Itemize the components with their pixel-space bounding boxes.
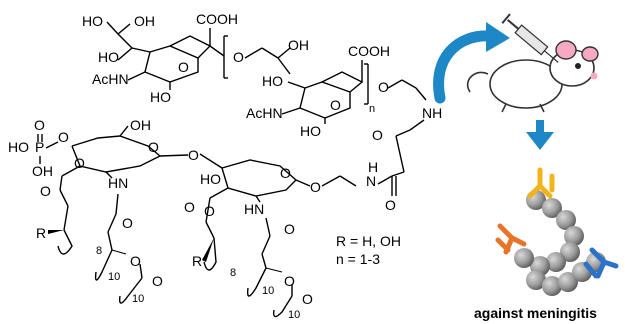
mouse-icon <box>466 40 599 113</box>
label-o-amide2: O <box>385 197 396 213</box>
lipid-a-disaccharide: O HO P O OH OH O O O HO O <box>8 117 405 213</box>
label-o-amide1: O <box>372 127 383 143</box>
label-oh-left: OH <box>130 117 151 133</box>
label-o-link: O <box>233 49 244 65</box>
label-o-ester2b: O <box>184 199 195 215</box>
label-cooh-2: COOH <box>348 43 390 59</box>
label-sub-10c: 10 <box>262 285 274 297</box>
label-cooh-1: COOH <box>196 11 238 27</box>
label-o-ring1: O <box>178 59 189 75</box>
label-sub-10d: 10 <box>288 309 300 321</box>
label-hn-2: HN <box>244 201 264 217</box>
bacteria-chain-icon <box>514 190 606 296</box>
label-o-ester2: O <box>204 203 215 219</box>
label-achn-1: AcHN <box>92 71 129 87</box>
label-r-left: R <box>36 225 46 241</box>
down-arrow-icon <box>526 120 554 150</box>
label-o-ring3: O <box>148 139 159 155</box>
label-o-acyl1b: O <box>152 273 163 289</box>
label-oh-phos-bottom: OH <box>32 163 53 179</box>
label-sub-8a: 8 <box>96 245 102 257</box>
label-ho-bottom2: HO <box>300 123 321 139</box>
sialic-acid-ring-1: HO OH HO O AcHN HO COOH O <box>82 11 309 105</box>
label-o-carbonyl1: O <box>122 215 133 231</box>
antibody-icon <box>495 167 619 279</box>
label-oh-top1: OH <box>134 13 155 29</box>
label-o-acyl2b: O <box>302 291 313 307</box>
label-o-bridge: O <box>188 147 199 163</box>
label-ho-bottom1: HO <box>150 89 171 105</box>
label-n-sub: n <box>369 103 375 115</box>
label-h-amide: H <box>368 159 378 175</box>
label-o-phos-top: O <box>34 117 45 133</box>
label-o-carbonyl2: O <box>284 221 295 237</box>
label-oh-mid: OH <box>288 37 309 53</box>
label-o-phos-right: O <box>58 129 69 145</box>
label-o-glyco: O <box>378 79 389 95</box>
label-ho-p: HO <box>8 139 29 155</box>
label-r-mid: R <box>192 253 202 269</box>
label-n-amide: N <box>366 173 376 189</box>
label-ho-top1: HO <box>82 13 103 29</box>
label-sub-8b: 8 <box>230 267 236 279</box>
label-ho-ring4: HO <box>200 171 221 187</box>
legend-n: n = 1-3 <box>336 251 380 267</box>
label-o-spacer: O <box>310 179 321 195</box>
label-ho-ring2: HO <box>262 73 283 89</box>
label-ho-ring1: HO <box>98 49 119 65</box>
label-o-ester1b: O <box>40 183 51 199</box>
label-p-atom: P <box>35 139 44 155</box>
label-sub-10b: 10 <box>132 293 144 305</box>
legend-r: R = H, OH <box>336 233 401 249</box>
label-o-ester1: O <box>74 155 85 171</box>
label-o-ring2: O <box>330 97 341 113</box>
caption: against meningitis <box>474 305 597 321</box>
label-nh-right: NH <box>422 105 442 121</box>
label-achn-2: AcHN <box>246 105 283 121</box>
label-sub-10a: 10 <box>108 271 120 283</box>
label-o-acyl1: O <box>130 253 141 269</box>
curved-arrow-icon <box>433 22 510 104</box>
label-hn-1: HN <box>108 175 128 191</box>
acyl-chains-right: O O R 8 HN O O O 10 10 <box>184 187 313 321</box>
acyl-chains-left: O O R 8 HN O O O 10 10 <box>36 155 163 305</box>
sialic-acid-ring-2: HO O AcHN HO COOH n O NH O <box>246 43 442 173</box>
syringe-icon <box>501 13 559 63</box>
label-o-acyl2: O <box>284 273 295 289</box>
glycolipid-structure: HO OH HO O AcHN HO COOH O <box>8 11 442 321</box>
label-o-ring4: O <box>280 165 291 181</box>
